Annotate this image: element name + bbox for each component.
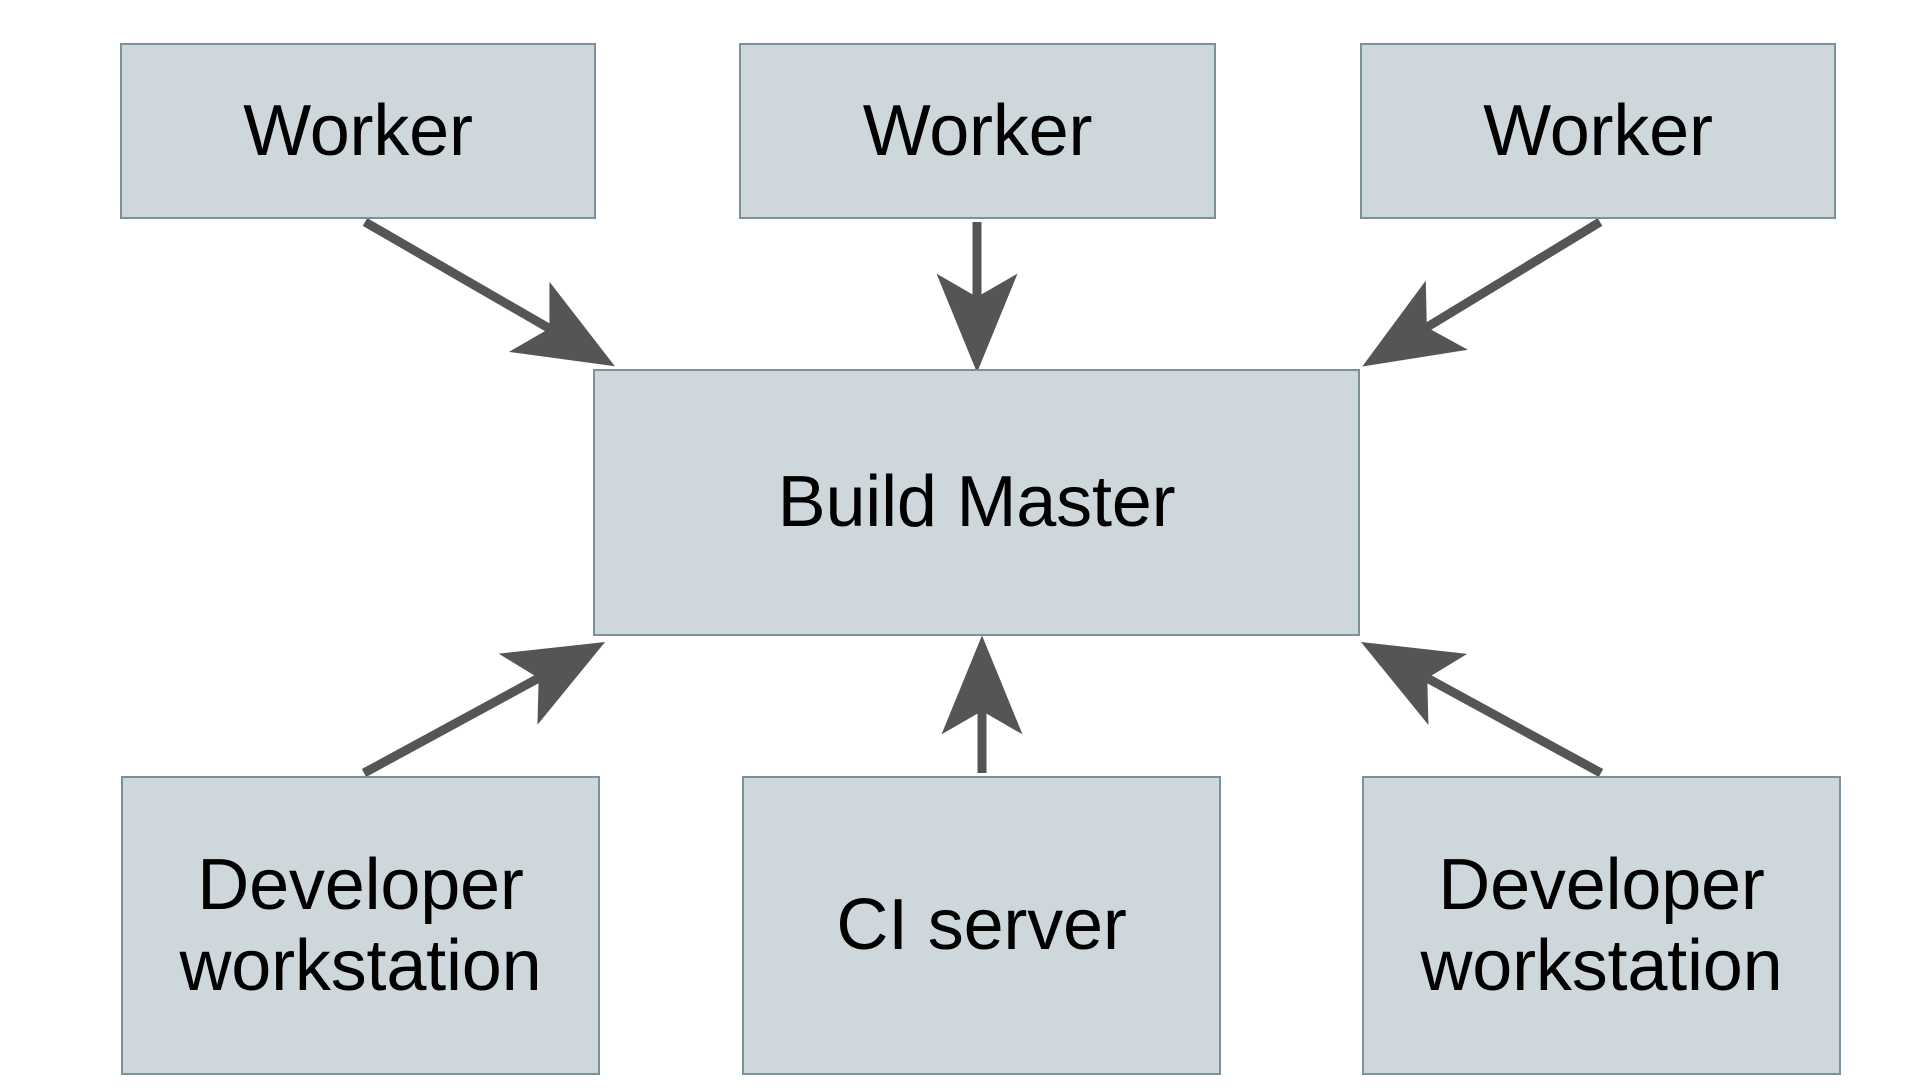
node-ci-server[interactable]: CI server xyxy=(742,776,1221,1075)
node-worker-1-label: Worker xyxy=(243,90,473,171)
node-build-master-label: Build Master xyxy=(777,462,1176,543)
node-worker-2-label: Worker xyxy=(862,90,1093,171)
node-developer-workstation-2-label: Developer workstation xyxy=(1420,844,1783,1006)
node-developer-workstation-2[interactable]: Developer workstation xyxy=(1362,776,1841,1075)
edge-worker-3-to-build-master xyxy=(1362,218,1603,367)
node-build-master[interactable]: Build Master xyxy=(593,369,1360,636)
node-worker-2[interactable]: Worker xyxy=(739,43,1216,219)
node-worker-3-label: Worker xyxy=(1483,90,1713,171)
node-developer-workstation-1-label: Developer workstation xyxy=(179,844,542,1006)
edge-dev-ws-2-to-build-master xyxy=(1360,641,1604,777)
edge-worker-1-to-build-master xyxy=(362,218,615,367)
node-worker-3[interactable]: Worker xyxy=(1360,43,1836,219)
edge-dev-ws-1-to-build-master xyxy=(361,641,606,777)
node-ci-server-label: CI server xyxy=(836,885,1127,966)
node-worker-1[interactable]: Worker xyxy=(120,43,596,219)
node-developer-workstation-1[interactable]: Developer workstation xyxy=(121,776,600,1075)
